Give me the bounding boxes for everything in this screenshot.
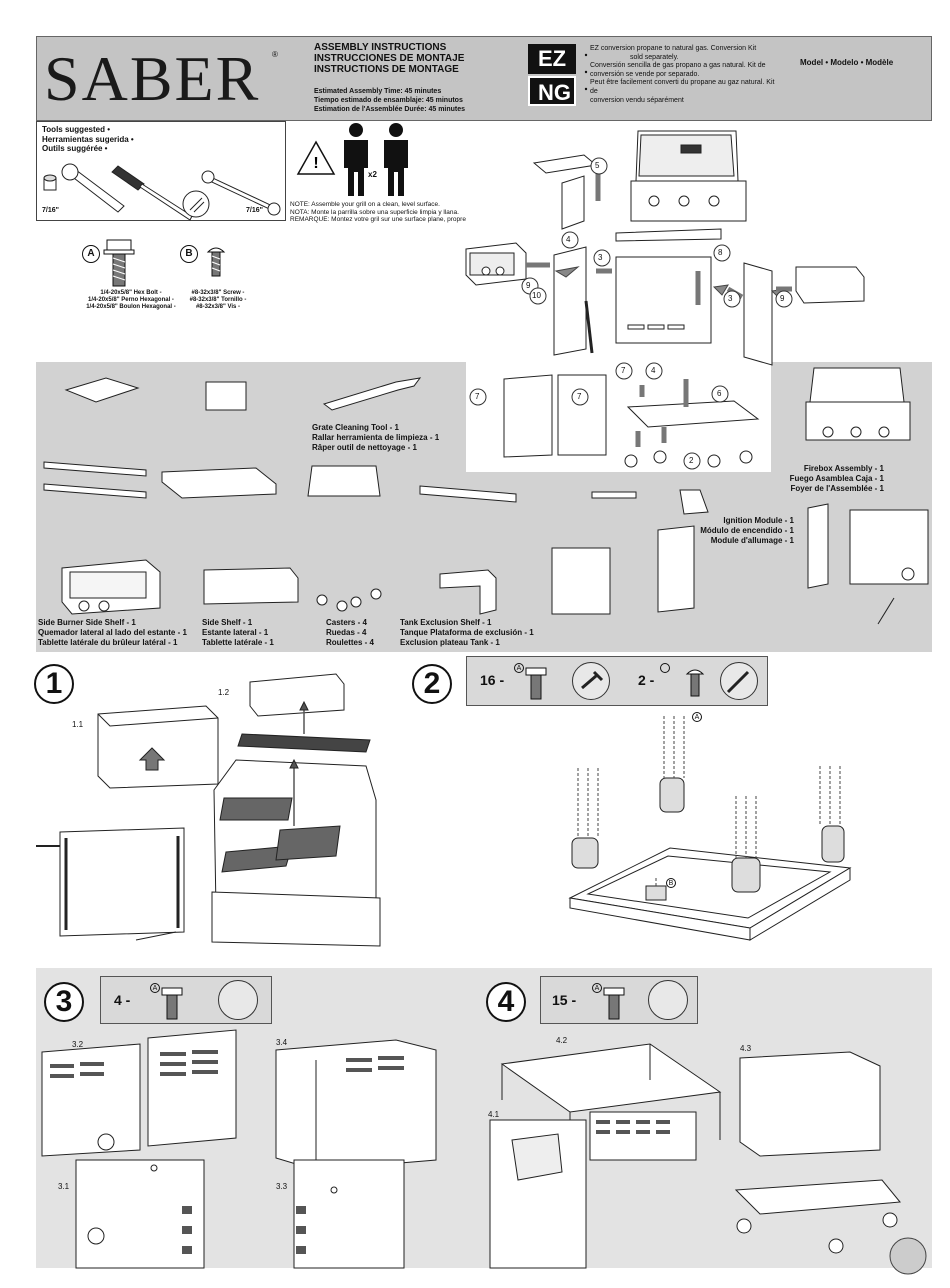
warning-note: NOTE: Assemble your grill on a clean, le… <box>290 201 468 224</box>
step-4-1-label: 4.1 <box>488 1110 500 1119</box>
step-3-bolt-icon <box>161 987 183 1020</box>
callout-4-lower: 4 <box>651 366 656 375</box>
person-multiplier: x2 <box>368 170 377 179</box>
callout-7-right: 7 <box>621 366 626 375</box>
step-1-1-label: 1.1 <box>72 720 84 729</box>
step-1-diagram <box>36 673 381 947</box>
step-1-2-label: 1.2 <box>218 688 230 697</box>
bullet-marks <box>584 53 588 91</box>
step-3-letter: A <box>150 983 160 993</box>
label-side-burner: Side Burner Side Shelf - 1 Quemador late… <box>38 618 187 647</box>
step-3-2-label: 3.2 <box>72 1040 84 1049</box>
callout-5: 5 <box>595 161 600 170</box>
callout-3-right: 3 <box>728 294 733 303</box>
hardware-b-desc: #8-32x3/8" Screw - #8-32x3/8" Tornillo -… <box>189 290 247 310</box>
callout-10: 10 <box>532 291 541 300</box>
callout-6: 6 <box>717 389 722 398</box>
step-2-wrench-glyph <box>581 670 604 690</box>
label-tank-shelf: Tank Exclusion Shelf - 1 Tanque Platafor… <box>400 618 534 647</box>
warning-icon: ! <box>296 140 336 175</box>
step-4-number: 4 <box>486 982 526 1022</box>
hardware-a-desc: 1/4-20x5/8" Hex Bolt - 1/4-20x5/8" Perno… <box>86 290 176 310</box>
header-banner <box>36 36 932 121</box>
step-2-screw-icon <box>685 669 705 697</box>
step-3-qty: 4 - <box>114 992 131 1008</box>
exploded-view-diagram <box>465 130 865 470</box>
tools-illustration <box>43 163 281 221</box>
step-3-3-label: 3.3 <box>276 1182 288 1191</box>
step-2-bolt-icon <box>525 667 547 700</box>
callout-9-right: 9 <box>780 294 785 303</box>
ezng-logo: EZ NG <box>528 44 576 106</box>
step-2-qty-a: 16 - <box>480 672 505 688</box>
step-2-screwdriver-glyph <box>726 670 750 694</box>
screw-icon <box>206 247 226 277</box>
registered-mark: ® <box>272 50 278 59</box>
step-4-bolt-icon <box>603 987 625 1020</box>
step-3-number: 3 <box>44 982 84 1022</box>
step-3-hand-icon <box>218 980 258 1020</box>
callout-7-left: 7 <box>475 392 480 401</box>
step-2-letter-a: A <box>514 663 524 673</box>
step-2-diagram <box>568 716 852 941</box>
callout-9-left: 9 <box>526 281 531 290</box>
step-4-qty: 15 - <box>552 992 577 1008</box>
step-2-callout-a: A <box>692 712 702 722</box>
hex-bolt-icon <box>103 239 135 287</box>
step-4-diagram <box>489 1043 927 1275</box>
model-label: Model • Modelo • Modèle <box>800 58 894 67</box>
step-4-letter: A <box>592 983 602 993</box>
step-3-4-label: 3.4 <box>276 1038 288 1047</box>
parts-illustrations <box>43 367 929 625</box>
two-person-icon <box>344 123 408 196</box>
step-2-letter-b-small <box>660 663 670 673</box>
tool-size-left: 7/16" <box>42 207 59 214</box>
assembly-title: ASSEMBLY INSTRUCTIONS INSTRUCCIONES DE M… <box>314 42 465 75</box>
hardware-b-badge: B <box>180 245 198 263</box>
svg-text:!: ! <box>313 155 318 172</box>
label-firebox: Firebox Assembly - 1 Fuego Asamblea Caja… <box>789 464 884 493</box>
step-4-3-label: 4.3 <box>740 1044 752 1053</box>
tool-size-right: 7/16" <box>246 207 263 214</box>
step-3-1-label: 3.1 <box>58 1182 70 1191</box>
step-4-wrench-icon <box>648 980 688 1020</box>
label-casters: Casters - 4 Ruedas - 4 Roulettes - 4 <box>326 618 375 647</box>
label-grate-tool: Grate Cleaning Tool - 1 Rallar herramien… <box>312 423 440 452</box>
hardware-a-badge: A <box>82 245 100 263</box>
step-3-diagram <box>41 1029 437 1269</box>
step-4-2-label: 4.2 <box>556 1036 568 1045</box>
step-2-qty-b: 2 - <box>638 672 655 688</box>
brand-logo: SABER <box>44 43 261 114</box>
step-1-number: 1 <box>34 664 74 704</box>
label-ignition: Ignition Module - 1 Módulo de encendido … <box>700 516 794 545</box>
callout-3: 3 <box>598 253 603 262</box>
step-2-number: 2 <box>412 664 452 704</box>
tools-title: Tools suggested • Herramientas sugerida … <box>42 125 134 153</box>
tools-box <box>36 121 286 221</box>
assembly-time: Estimated Assembly Time: 45 minutes Tiem… <box>314 88 466 113</box>
label-side-shelf: Side Shelf - 1 Estante lateral - 1 Table… <box>202 618 274 647</box>
step-2-callout-b: B <box>666 878 676 888</box>
callout-2: 2 <box>689 456 694 465</box>
callout-7-mid: 7 <box>577 392 582 401</box>
callout-4: 4 <box>566 235 571 244</box>
conversion-note: EZ conversion propane to natural gas. Co… <box>590 45 775 104</box>
callout-8: 8 <box>718 248 723 257</box>
